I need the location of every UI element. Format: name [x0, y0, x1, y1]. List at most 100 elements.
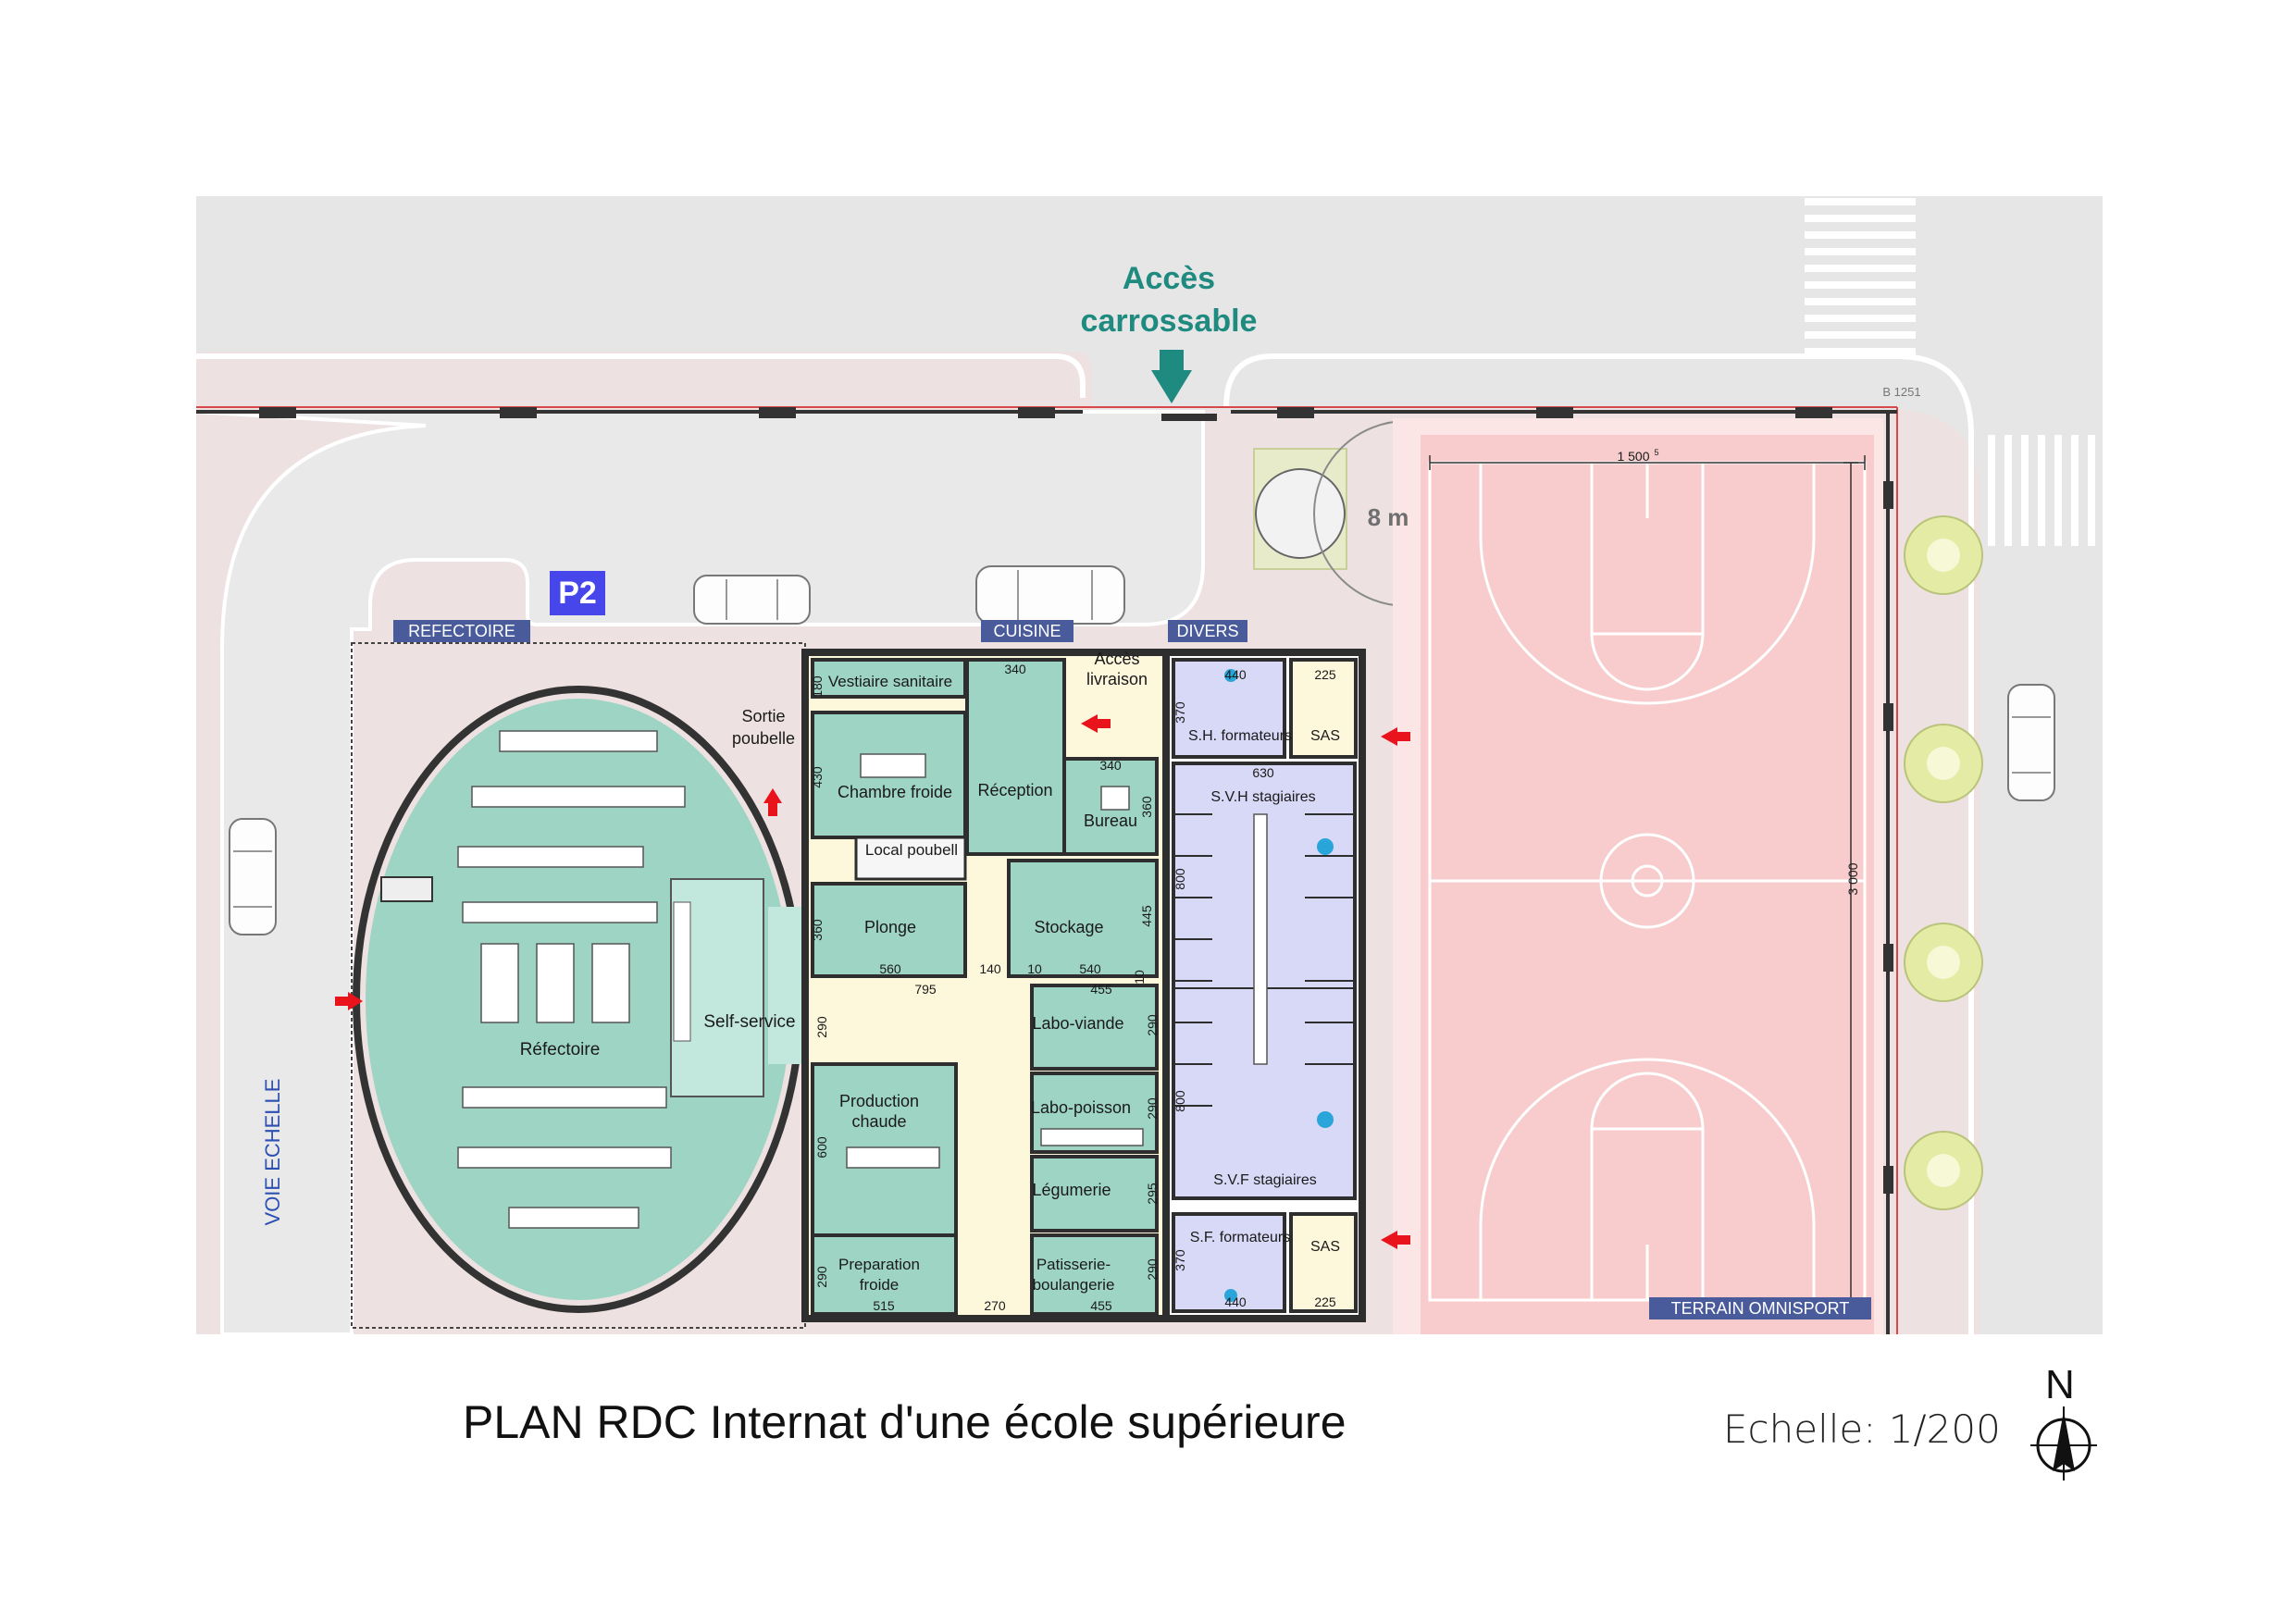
dim-1500: 1 500	[1617, 449, 1649, 464]
cold-room-table	[860, 753, 926, 778]
refectory-tables	[457, 730, 686, 1229]
room-stockage: Stockage	[1034, 918, 1103, 936]
room-plonge: Plonge	[864, 918, 916, 936]
distance-label: 8 m	[1368, 503, 1409, 531]
acces-livraison-line1: Accès	[1094, 650, 1139, 668]
crosswalk-top	[1805, 198, 1916, 355]
room-reception: Réception	[977, 781, 1052, 799]
room-self-service: Self-service	[703, 1012, 795, 1032]
sas-rooms	[1289, 658, 1358, 1313]
zone-tag-terrain: TERRAIN OMNISPORT	[1671, 1299, 1850, 1318]
car-windows	[233, 570, 2051, 908]
room-vestiaire: Vestiaire sanitaire	[828, 673, 952, 690]
dim-560: 560	[879, 961, 901, 976]
dim-295: 295	[1145, 1183, 1160, 1205]
dim-290-c: 290	[1145, 1097, 1160, 1120]
dim-270: 270	[984, 1298, 1006, 1313]
dim-370-a: 370	[1173, 701, 1187, 724]
local-poubelle	[854, 836, 967, 881]
dim-540: 540	[1079, 961, 1101, 976]
entry-gate	[1161, 414, 1217, 421]
room-patisserie-line1: Patisserie-	[1036, 1256, 1111, 1273]
room-production-line2: chaude	[851, 1112, 906, 1131]
dim-290-a: 290	[814, 1016, 829, 1038]
room-legumerie: Légumerie	[1032, 1181, 1111, 1199]
corridor	[768, 907, 805, 1064]
room-local-poubelle: Local poubell	[865, 841, 958, 859]
court	[1421, 435, 1874, 1334]
tree-icon	[1255, 468, 1346, 559]
room-labo-viande: Labo-viande	[1032, 1014, 1123, 1033]
access-arrow-icon	[1151, 350, 1192, 403]
dim-440-b: 440	[1224, 1295, 1247, 1309]
access-label-line1: Accès	[1123, 261, 1215, 296]
room-svh-stagiaires: S.V.H stagiaires	[1210, 789, 1315, 805]
crosswalk-right	[1988, 435, 2095, 546]
dim-340-top: 340	[1004, 662, 1026, 676]
dim-795: 795	[914, 982, 937, 997]
room-patisserie-line2: boulangerie	[1033, 1276, 1115, 1294]
room-production-line1: Production	[839, 1092, 919, 1110]
dim-800-a: 800	[1173, 868, 1187, 890]
court-dimension-lines	[1429, 455, 1866, 1301]
dim-225-a: 225	[1314, 667, 1336, 682]
kitchen-rooms	[811, 658, 1159, 1316]
plan-title: PLAN RDC Internat d'une école supérieure	[463, 1396, 1347, 1448]
dim-360-plonge: 360	[810, 919, 825, 941]
dim-430: 430	[810, 766, 825, 788]
refectory-wc	[380, 876, 433, 902]
voie-echelle-label: VOIE ECHELLE	[261, 1079, 284, 1226]
dim-370-b: 370	[1173, 1249, 1187, 1271]
dim-225-b: 225	[1314, 1295, 1336, 1309]
wc-cubicles	[1173, 813, 1355, 1107]
dim-600: 600	[814, 1136, 829, 1158]
room-sh-formateurs: S.H. formateurs	[1188, 728, 1292, 744]
room-sf-formateurs: S.F. formateurs	[1190, 1230, 1290, 1245]
room-preparation-line2: froide	[860, 1276, 900, 1294]
entry-arrow-icon	[335, 714, 1410, 1249]
zone-tag-cuisine: CUISINE	[993, 622, 1061, 640]
room-preparation-line1: Preparation	[838, 1256, 920, 1273]
room-refectoire: Réfectoire	[520, 1040, 601, 1059]
dim-10-a: 10	[1027, 961, 1042, 976]
zone-tag-refectoire: REFECTOIRE	[408, 622, 515, 640]
acces-livraison-line2: livraison	[1086, 670, 1148, 688]
dim-515: 515	[873, 1298, 895, 1313]
accessible-wc-icon	[1224, 669, 1334, 1302]
dim-630: 630	[1252, 765, 1274, 780]
dim-800-b: 800	[1173, 1090, 1187, 1112]
fence-posts	[259, 407, 1893, 1194]
north-label: N	[2045, 1362, 2075, 1407]
access-label-line2: carrossable	[1081, 304, 1258, 339]
parking-label: P2	[558, 576, 597, 611]
zone-tag-backgrounds	[393, 620, 1871, 1319]
scale-label: Echelle: 1/200	[1723, 1406, 2001, 1452]
dim-10-b: 10	[1132, 970, 1147, 985]
kitchen-equipment	[846, 786, 1144, 1169]
room-chambre-froide: Chambre froide	[838, 783, 952, 801]
dim-340-bureau: 340	[1099, 758, 1122, 773]
room-svf-stagiaires: S.V.F stagiaires	[1213, 1172, 1316, 1188]
street-ref: B 1251	[1882, 385, 1920, 399]
curb-line-right	[1223, 353, 1974, 1334]
dim-440-a: 440	[1224, 667, 1247, 682]
dim-3000: 3 000	[1845, 862, 1860, 895]
sortie-poubelle-line2: poubelle	[732, 729, 795, 748]
zone-tag-divers: DIVERS	[1176, 622, 1238, 640]
wash-basin-row	[1253, 813, 1268, 1065]
tree-centers	[1927, 539, 1960, 1187]
dim-455-a: 455	[1090, 982, 1112, 997]
building-outline	[351, 642, 806, 1329]
dim-445: 445	[1139, 905, 1154, 927]
dim-290-e: 290	[814, 1266, 829, 1288]
parking-badge	[550, 571, 605, 615]
parked-car	[229, 565, 2055, 935]
self-service-line	[673, 901, 691, 1042]
room-sas-bottom: SAS	[1310, 1239, 1340, 1255]
dim-180: 180	[810, 675, 825, 698]
dim-140: 140	[979, 961, 1001, 976]
dim-1500-superscript: 5	[1654, 448, 1658, 457]
room-sas-top: SAS	[1310, 728, 1340, 744]
dim-455-b: 455	[1090, 1298, 1112, 1313]
